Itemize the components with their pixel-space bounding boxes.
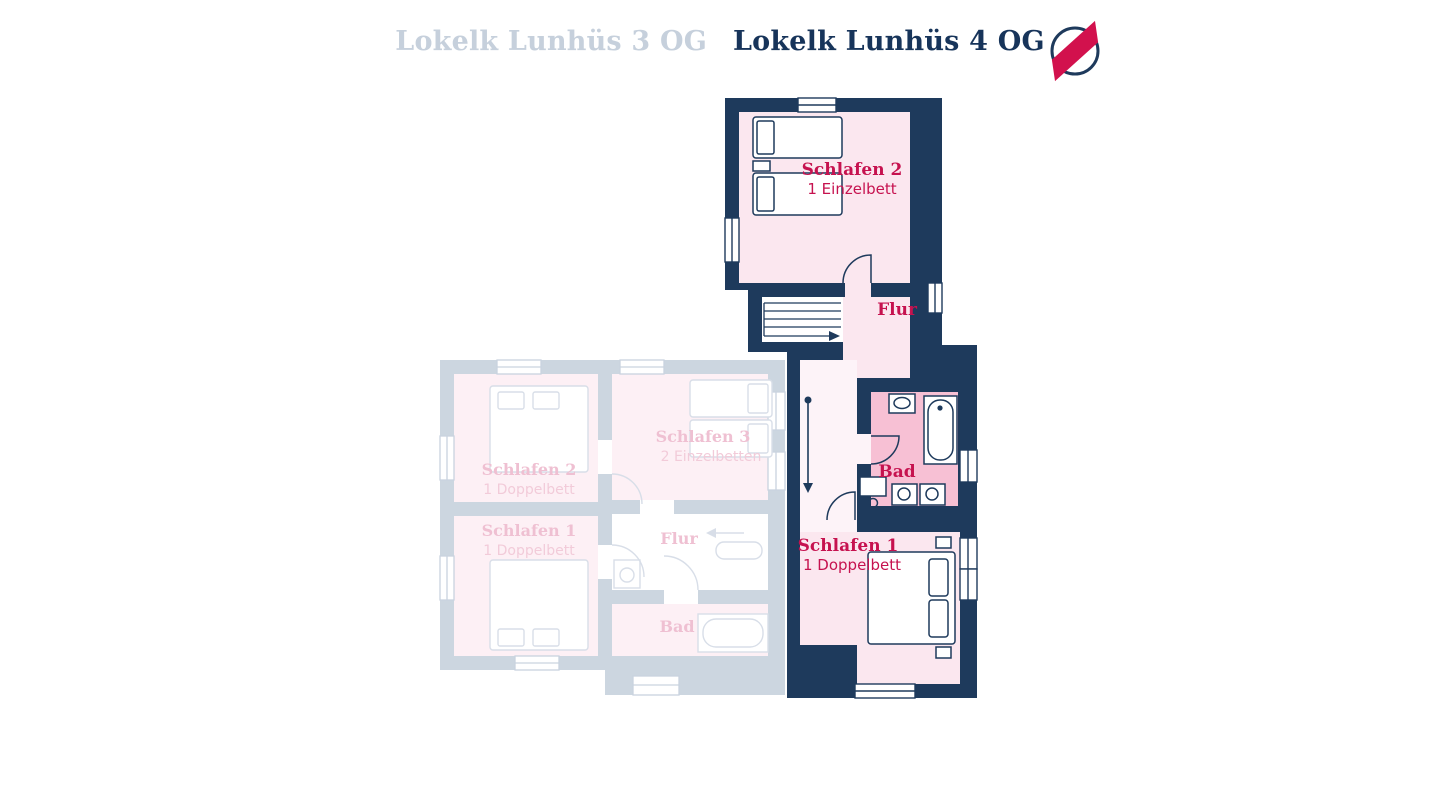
single-bed-icon — [689, 379, 773, 418]
window-icon — [619, 359, 665, 375]
faded-direction-arrow-icon — [706, 528, 744, 538]
nightstand-icon — [935, 536, 952, 549]
room-sublabel-schlafen1: 1 Doppelbett — [803, 556, 901, 574]
faded-door-opening — [598, 545, 612, 579]
window-icon — [632, 675, 680, 696]
window-icon — [439, 555, 455, 601]
faded-door-arcs — [611, 473, 699, 591]
window-icon — [959, 449, 978, 483]
toilet-icon — [859, 476, 887, 509]
floor-switcher: Lokelk Lunhüs 3 OG Lokelk Lunhüs 4 OG — [0, 26, 1440, 57]
faded-furniture — [489, 379, 773, 653]
door-opening — [845, 283, 871, 297]
faded-room-label: Schlafen 1 — [482, 521, 577, 540]
door-arc-icon — [826, 491, 856, 521]
window-icon — [767, 451, 786, 491]
nightstand-icon — [752, 160, 771, 172]
faded-room-label: Bad — [659, 617, 694, 636]
faded-room-label: Schlafen 2 — [482, 460, 577, 479]
window-icon — [959, 568, 978, 601]
room-label-flur: Flur — [877, 300, 918, 320]
faded-room-sublabel: 2 Einzelbetten — [661, 449, 762, 465]
washer-icon — [919, 483, 946, 506]
room-sublabel-schlafen2: 1 Einzelbett — [807, 180, 896, 198]
nightstand-icon — [935, 646, 952, 659]
door-opening — [857, 434, 871, 464]
sink-icon — [888, 393, 916, 414]
faded-room-label: Schlafen 3 — [656, 427, 751, 446]
window-icon — [854, 683, 916, 699]
door-arc-icon — [842, 254, 872, 284]
window-icon — [959, 537, 978, 570]
tab-floor-3og[interactable]: Lokelk Lunhüs 3 OG — [395, 26, 707, 57]
single-bed-icon — [752, 116, 843, 159]
window-icon — [927, 282, 943, 314]
faded-door-opening — [640, 500, 674, 514]
room-label-schlafen2: Schlafen 2 — [802, 160, 903, 180]
door-arc-icon — [611, 544, 645, 578]
bathtub-icon — [697, 613, 769, 653]
tab-floor-4og[interactable]: Lokelk Lunhüs 4 OG — [733, 26, 1045, 57]
single-bed-icon — [689, 419, 773, 458]
door-arcs — [826, 254, 900, 521]
door-arc-icon — [663, 555, 699, 591]
door-arc-icon — [870, 435, 900, 465]
floorplan-3og: Schlafen 2 1 Doppelbett Schlafen 3 2 Ein… — [439, 359, 786, 696]
washer-icon — [891, 483, 918, 506]
floorplan-4og: Schlafen 2 1 Einzelbett Flur Bad Schlafe… — [724, 97, 978, 699]
sink-icon — [613, 559, 641, 589]
window-icon — [724, 217, 740, 263]
radiator-icon — [715, 541, 763, 560]
room-label-bad: Bad — [878, 462, 915, 482]
window-icon — [797, 97, 837, 113]
double-bed-icon — [867, 551, 956, 645]
faded-room-label: Flur — [660, 529, 698, 548]
faded-room-sublabel: 1 Doppelbett — [483, 482, 575, 498]
stairs-icon — [763, 302, 841, 341]
double-bed-icon — [489, 559, 589, 651]
faded-windows — [439, 359, 786, 696]
faded-door-opening — [598, 440, 612, 474]
compass-icon — [1050, 20, 1100, 82]
single-bed-icon — [752, 172, 843, 216]
room-label-schlafen1: Schlafen 1 — [798, 536, 899, 556]
window-icon — [496, 359, 542, 375]
furniture — [752, 116, 958, 659]
closet-block — [800, 645, 857, 684]
corridor-area — [800, 360, 857, 532]
faded-room-sublabel: 1 Doppelbett — [483, 543, 575, 559]
window-icon — [514, 655, 560, 671]
double-bed-icon — [489, 385, 589, 473]
corridor-arrow-icon — [803, 396, 813, 493]
faded-door-opening — [664, 590, 698, 604]
windows — [724, 97, 978, 699]
door-arc-icon — [611, 473, 643, 505]
window-icon — [439, 435, 455, 481]
bathtub-icon — [923, 395, 958, 465]
